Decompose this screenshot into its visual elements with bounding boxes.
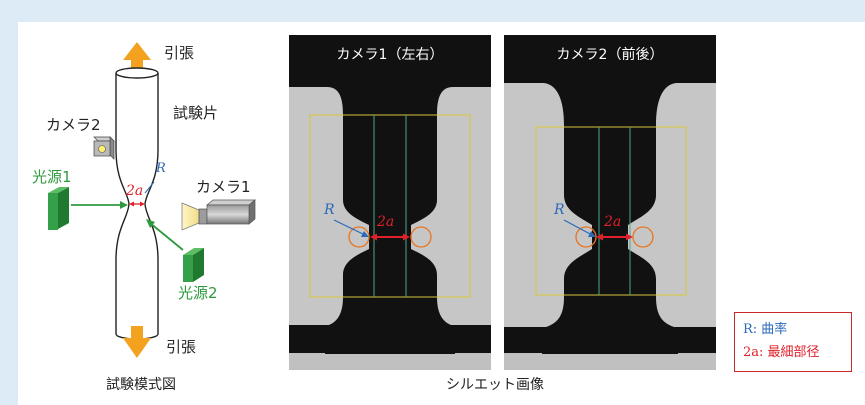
figure-panel: 引張 試験片 カメラ2 R 光源1 2a カメラ1 光源2 引張 試験模式図 — [18, 22, 865, 405]
radius-leader — [144, 181, 155, 194]
silhouette-photo-camera1: カメラ1（左右） R 2a — [289, 35, 491, 370]
silhouette-camera1-graphic — [289, 87, 491, 370]
camera1-label: カメラ1 — [196, 178, 251, 196]
photo1-title: カメラ1（左右） — [336, 47, 444, 63]
specimen-label: 試験片 — [173, 104, 219, 122]
camera2-label: カメラ2 — [46, 116, 101, 134]
light-beam2 — [146, 219, 184, 251]
photo1-diameter-label: 2a — [377, 214, 395, 230]
pull-arrow-top — [123, 42, 151, 70]
legend-box: R: 曲率 2a: 最細部径 — [734, 312, 852, 372]
photo2-diameter-label: 2a — [604, 214, 622, 230]
schematic-caption: 試験模式図 — [106, 377, 176, 393]
photo2-radius-label: R — [554, 202, 565, 218]
light-source1-label: 光源1 — [32, 168, 72, 186]
camera1-icon — [181, 199, 256, 231]
light-source2-icon — [183, 248, 204, 282]
test-schematic — [48, 42, 256, 358]
light-beam1 — [71, 201, 128, 209]
pull-arrow-bottom — [123, 326, 151, 358]
silhouette-camera2-graphic — [504, 83, 716, 370]
legend-diameter-entry: 2a: 最細部径 — [743, 345, 820, 360]
diameter-label: 2a — [126, 183, 144, 199]
silhouette-photo-camera2: カメラ2（前後） R 2a — [504, 35, 716, 370]
camera2-icon — [93, 136, 115, 160]
specimen-body — [115, 67, 159, 340]
silhouette-caption: シルエット画像 — [446, 377, 544, 393]
radius-label: R — [156, 161, 166, 176]
pull-label-bottom: 引張 — [166, 338, 197, 356]
pull-label-top: 引張 — [164, 44, 195, 62]
diameter-dimension — [129, 201, 145, 207]
legend-radius-entry: R: 曲率 — [743, 322, 788, 337]
light-source1-icon — [48, 187, 69, 230]
photo2-title: カメラ2（前後） — [556, 47, 664, 63]
photo1-radius-label: R — [324, 202, 335, 218]
light-source2-label: 光源2 — [178, 284, 218, 302]
